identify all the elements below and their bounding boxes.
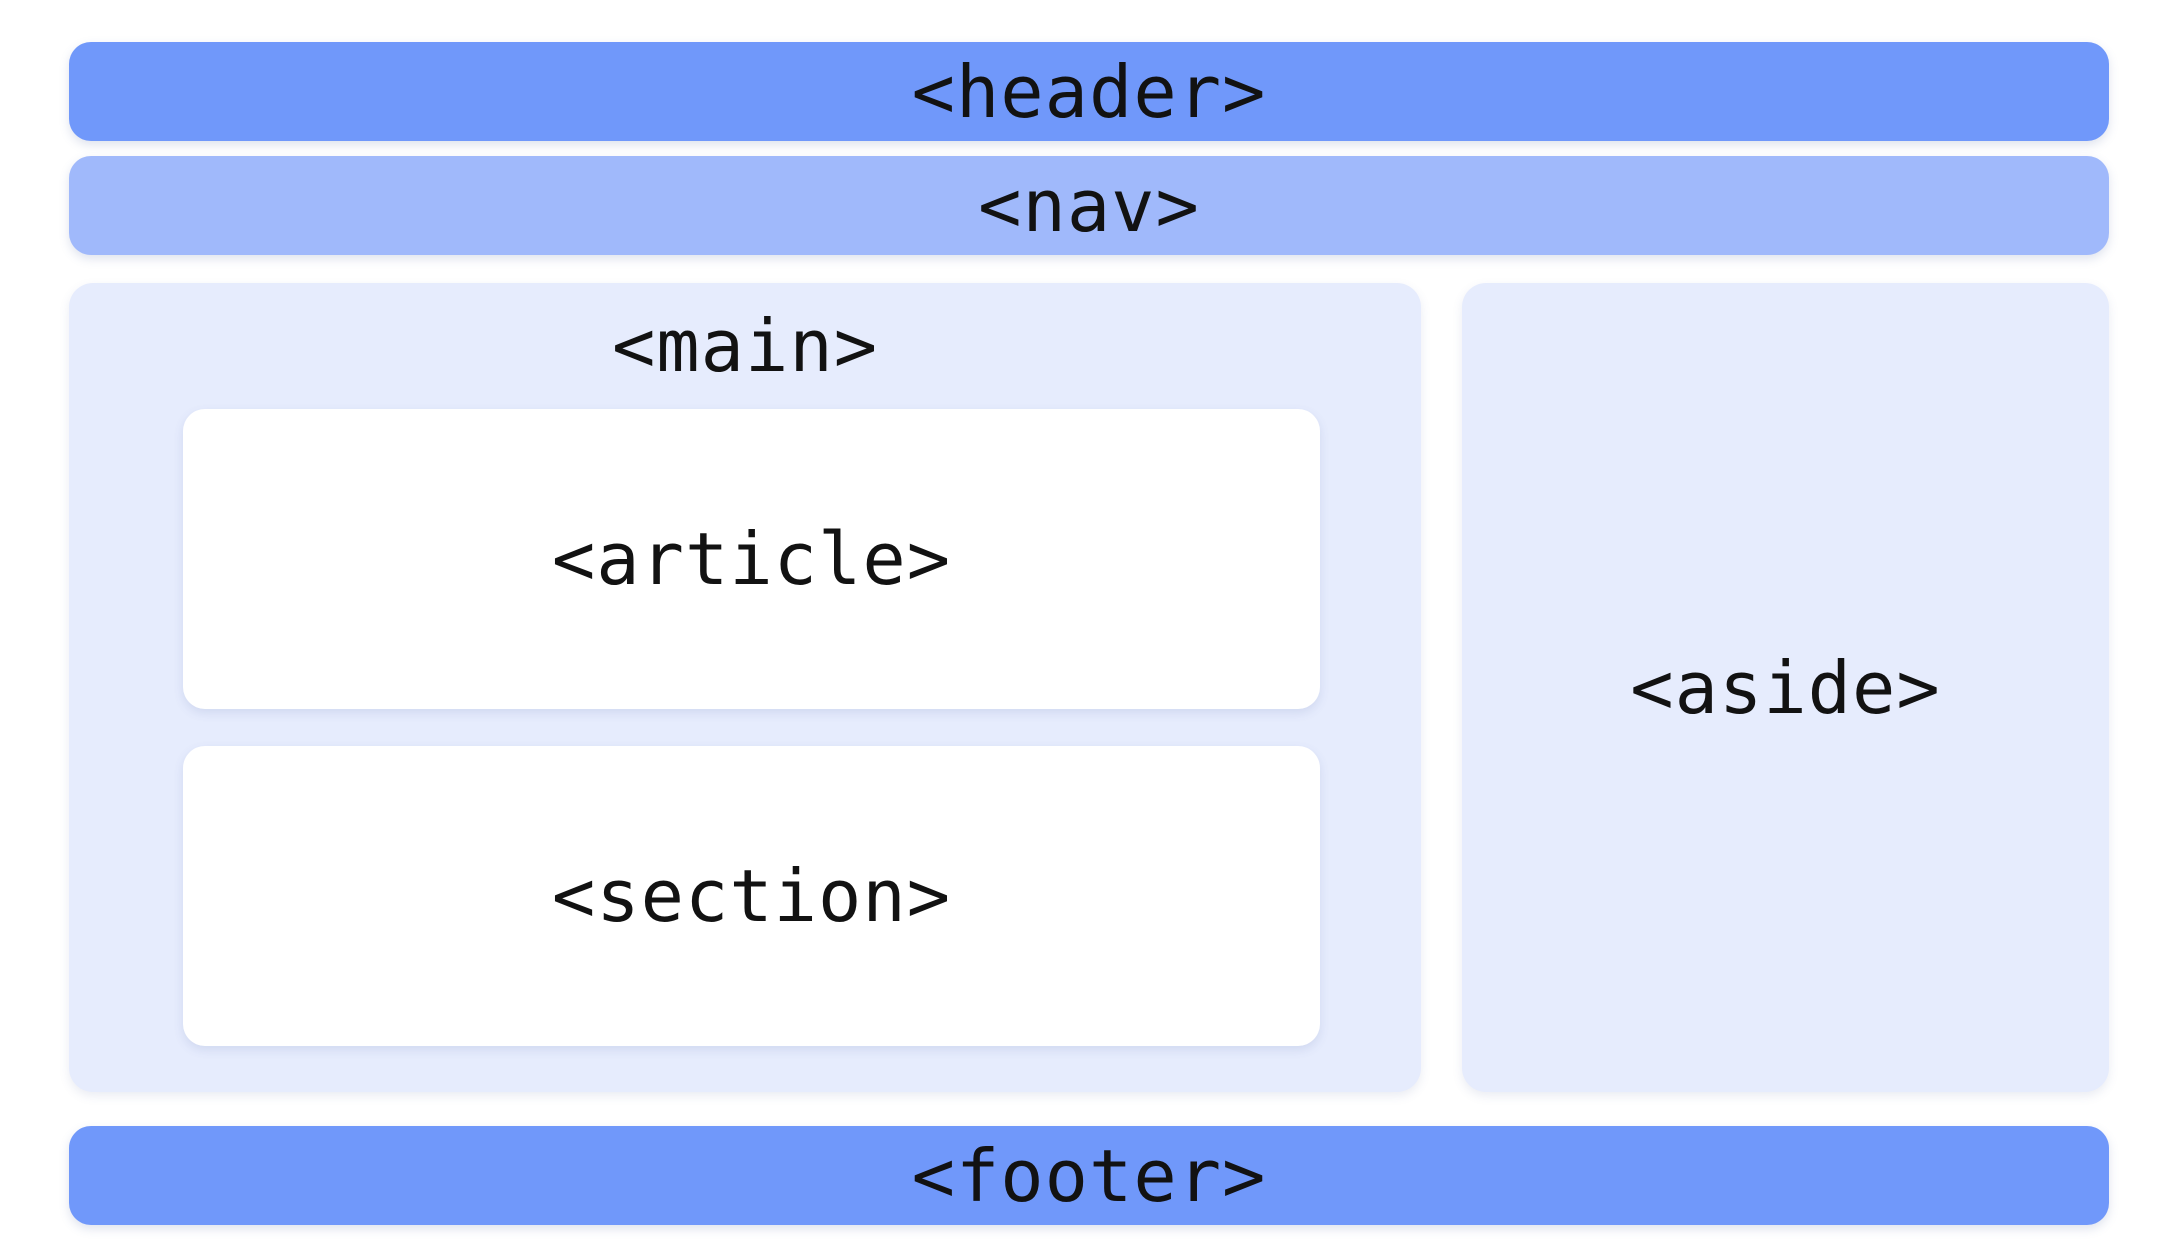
footer-block: <footer> [69,1126,2109,1225]
main-label: <main> [611,304,879,388]
article-label: <article> [551,517,952,601]
aside-block: <aside> [1462,283,2109,1092]
nav-block: <nav> [69,156,2109,255]
article-block: <article> [183,409,1320,709]
header-label: <header> [911,49,1267,134]
aside-label: <aside> [1630,645,1941,730]
nav-label: <nav> [978,163,1200,248]
footer-label: <footer> [911,1133,1267,1218]
section-label: <section> [551,854,952,938]
header-block: <header> [69,42,2109,141]
section-block: <section> [183,746,1320,1046]
main-block: <main> <article> <section> [69,283,1421,1092]
